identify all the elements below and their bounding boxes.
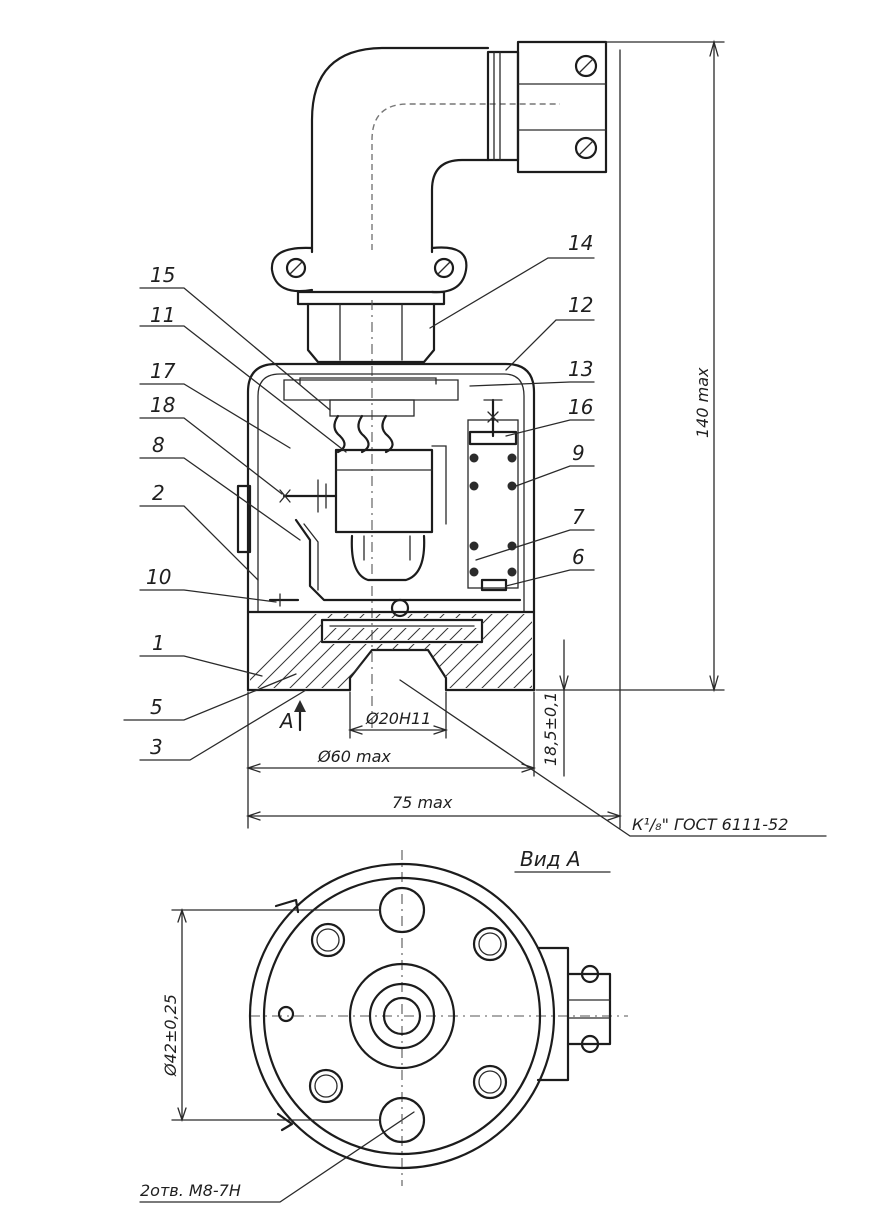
housing — [236, 362, 536, 692]
callout-labels: 14 15 11 12 17 13 18 16 8 9 2 7 10 6 1 5… — [146, 231, 593, 759]
callout-12: 12 — [568, 293, 593, 317]
outer-dia-label: Ø60 max — [317, 747, 391, 766]
bolt-circle-label: Ø42±0,25 — [161, 994, 180, 1077]
callout-11: 11 — [150, 303, 175, 327]
thread-label: К¹/₈" ГОСТ 6111-52 — [632, 815, 788, 834]
view-a — [171, 850, 628, 1186]
callout-18: 18 — [150, 393, 175, 417]
height-max-label: 140 max — [693, 367, 712, 438]
callout-14: 14 — [568, 231, 593, 255]
callout-2: 2 — [152, 481, 165, 505]
callout-8: 8 — [152, 433, 165, 457]
view-a-label: Вид А — [520, 847, 581, 871]
leader-lines — [123, 257, 827, 1203]
callout-7: 7 — [572, 505, 585, 529]
arrow-a-label: А — [278, 709, 294, 733]
holes-note-label: 2отв. М8-7Н — [140, 1181, 241, 1200]
width-max-label: 75 max — [392, 793, 453, 812]
depth-label: 18,5±0,1 — [541, 692, 560, 766]
mechanism — [268, 398, 522, 644]
callout-15: 15 — [150, 263, 175, 287]
callout-1: 1 — [152, 631, 165, 655]
dimension-labels: 140 max Ø20Н11 Ø60 max 75 max 18,5±0,1 К… — [140, 367, 788, 1200]
callout-6: 6 — [572, 545, 585, 569]
bore-label: Ø20Н11 — [365, 709, 431, 728]
callout-10: 10 — [146, 565, 171, 589]
callout-5: 5 — [150, 695, 163, 719]
base — [246, 610, 536, 692]
callout-13: 13 — [568, 357, 593, 381]
callout-16: 16 — [568, 395, 593, 419]
callout-17: 17 — [150, 359, 176, 383]
elbow-fitting — [270, 40, 608, 364]
callout-9: 9 — [572, 441, 585, 465]
callout-3: 3 — [150, 735, 163, 759]
dimension-lines — [245, 39, 725, 829]
